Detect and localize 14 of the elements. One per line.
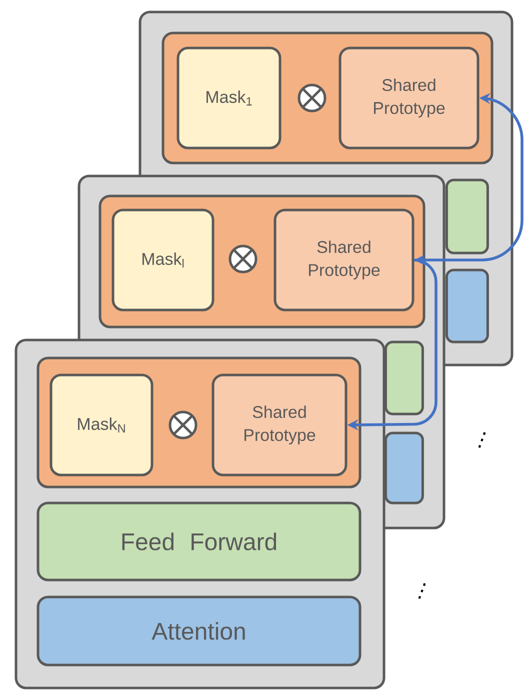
mask-box: Mask$_{N}$ <box>50 374 154 476</box>
prototype-box: Shared Prototype <box>212 374 348 476</box>
mask-box: Mask$_{1}$ <box>176 46 282 150</box>
prototype-box: Shared Prototype <box>338 46 480 150</box>
attention-bar: Attention <box>36 596 362 666</box>
ellipsis: ⋮ <box>478 432 486 448</box>
feed-forward-bar <box>445 178 489 254</box>
feed-forward-bar <box>384 340 424 416</box>
attention-bar <box>445 268 489 344</box>
feed-forward-bar: Feed Forward <box>36 502 362 582</box>
ellipsis: ⋮ <box>418 583 426 599</box>
mask-box: Mask$_{l}$ <box>112 208 214 312</box>
attention-bar <box>384 432 424 504</box>
prototype-box: Shared Prototype <box>274 208 414 312</box>
